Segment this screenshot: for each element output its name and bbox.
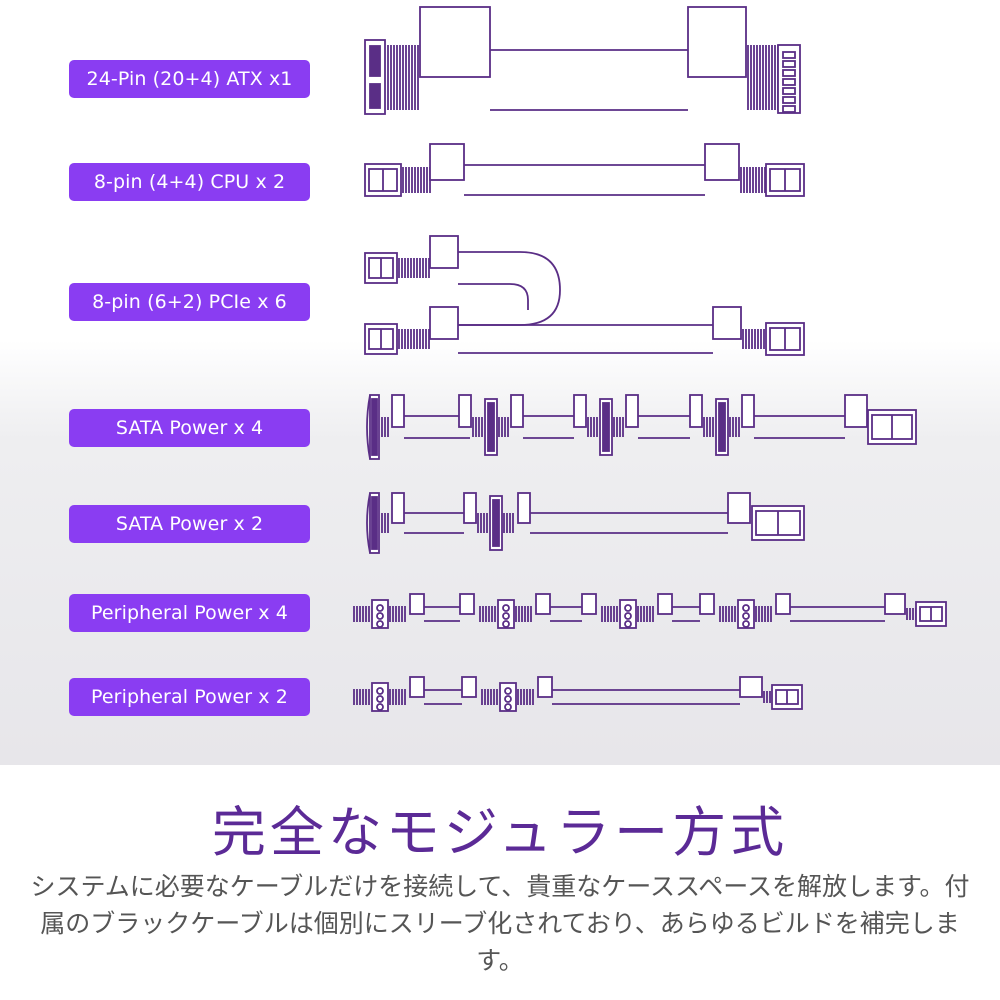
cable-showcase-panel: [0, 0, 1000, 765]
cable-peripheral-2: [353, 676, 803, 712]
description-section: [0, 765, 1000, 1000]
cable-label-sata-2: SATA Power x 2: [69, 505, 310, 543]
cable-atx: [364, 6, 801, 115]
page-headline: 完全なモジュラー方式: [211, 801, 789, 864]
cable-label-sata-4: SATA Power x 4: [69, 409, 310, 447]
cable-pcie: [364, 235, 805, 356]
cable-cpu: [364, 143, 805, 197]
cable-sata-2: [366, 492, 805, 554]
cable-label-pcie: 8-pin (6+2) PCIe x 6: [69, 283, 310, 321]
cable-label-peripheral-2: Peripheral Power x 2: [69, 678, 310, 716]
page-description: システムに必要なケーブルだけを接続して、貴重なケーススペースを解放します。付属の…: [30, 872, 970, 975]
cable-peripheral-4: [353, 593, 947, 629]
cable-label-peripheral-4: Peripheral Power x 4: [69, 594, 310, 632]
cable-label-cpu: 8-pin (4+4) CPU x 2: [69, 163, 310, 201]
cable-sata-4: [366, 394, 917, 460]
cable-illustrations: [353, 6, 947, 712]
cable-label-atx: 24-Pin (20+4) ATX x1: [69, 60, 310, 98]
